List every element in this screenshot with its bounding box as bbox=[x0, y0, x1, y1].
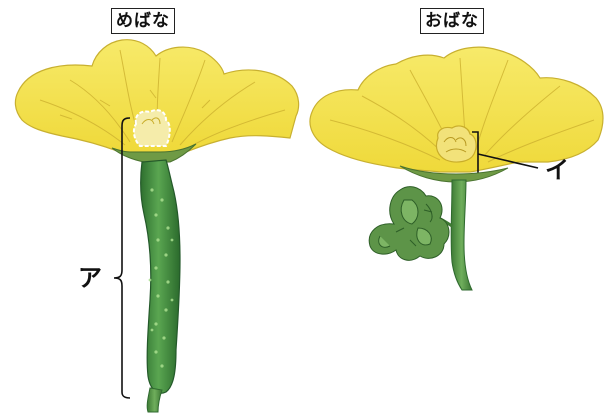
bud-cluster bbox=[369, 187, 449, 261]
female-stigma bbox=[134, 110, 170, 146]
marker-a-label: ア bbox=[78, 266, 102, 290]
marker-i-label: イ bbox=[545, 158, 569, 182]
male-stem bbox=[451, 180, 472, 290]
female-flower-label: めばな bbox=[111, 8, 175, 34]
female-ovary-fruit bbox=[141, 160, 180, 393]
female-stem bbox=[147, 388, 162, 412]
female-flower bbox=[15, 40, 298, 412]
male-flower-label: おばな bbox=[420, 8, 484, 34]
bracket-a bbox=[114, 118, 130, 398]
